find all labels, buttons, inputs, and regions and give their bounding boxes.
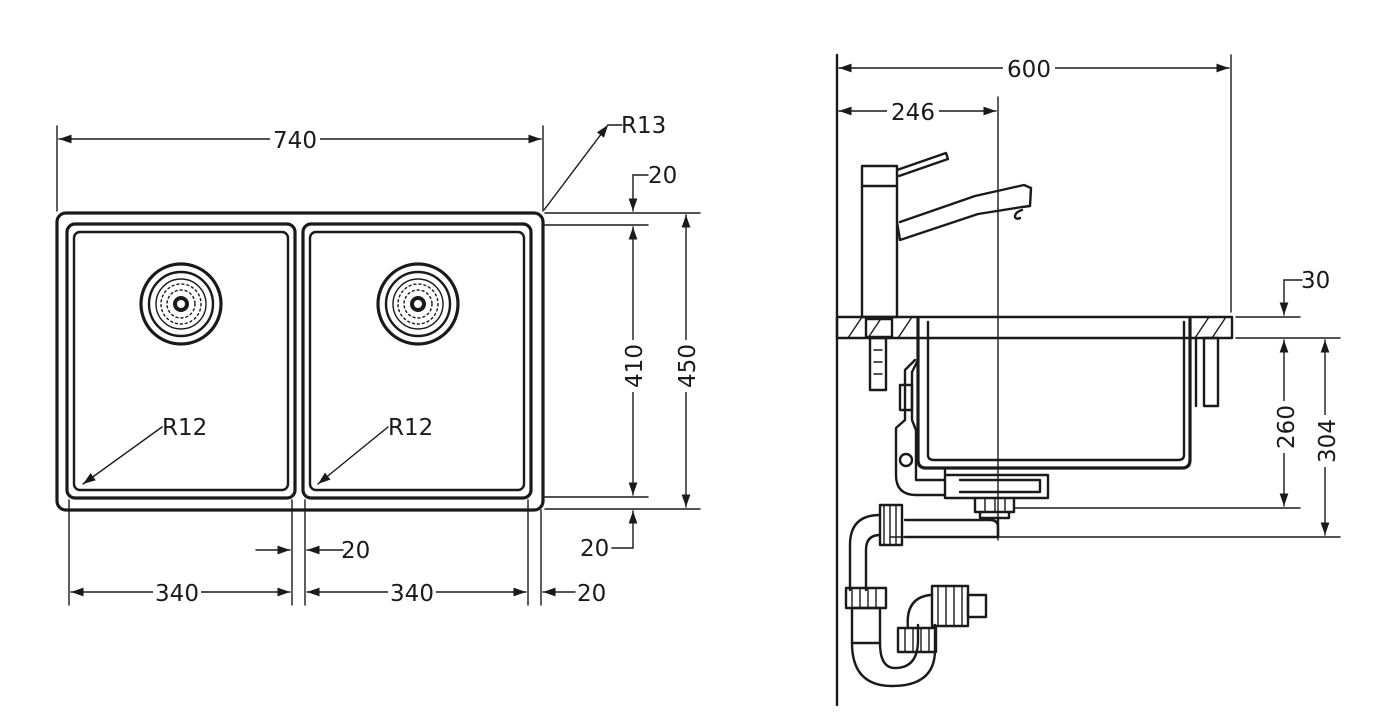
dim-bowl-depth: 260 xyxy=(1274,405,1300,449)
dim-inner-radius-left: R12 xyxy=(162,415,207,441)
countertop xyxy=(835,315,1234,340)
dim-overall-width: 740 xyxy=(273,128,317,154)
dim-overall-depth: 600 xyxy=(1007,57,1051,83)
sink-bowl-section xyxy=(916,317,1220,470)
overflow-pipe-icon xyxy=(894,358,947,497)
dim-total-depth: 304 xyxy=(1315,419,1341,463)
sink-outer-outline xyxy=(55,211,545,512)
dim-bowl-width-right: 340 xyxy=(390,581,434,607)
right-drain-icon xyxy=(376,262,460,346)
dim-bowl-width-left: 340 xyxy=(155,581,199,607)
section-view: 600 246 xyxy=(835,53,1341,707)
dim-tap-offset: 246 xyxy=(891,100,935,126)
right-bowl-inner xyxy=(308,230,526,492)
dim-deck-thickness: 30 xyxy=(1301,268,1330,294)
dim-overall-length: 450 xyxy=(675,344,701,388)
dim-center-gap: 20 xyxy=(341,538,370,564)
left-bowl-inner xyxy=(72,230,290,492)
siphon-trap-icon xyxy=(844,503,1000,688)
plan-view: 740 R13 20 410 450 20 R12 R12 xyxy=(55,113,701,607)
dim-corner-radius-outer: R13 xyxy=(621,113,666,139)
dim-bowl-length: 410 xyxy=(622,344,648,388)
left-drain-icon xyxy=(139,262,223,346)
left-bowl-outer xyxy=(65,222,297,500)
dim-inner-radius-right: R12 xyxy=(388,415,433,441)
drain-outlet-icon xyxy=(943,468,1050,539)
dim-rim-side: 20 xyxy=(577,581,606,607)
dim-rim-bottom: 20 xyxy=(580,536,609,562)
right-bowl-outer xyxy=(301,222,533,500)
dim-rim-top: 20 xyxy=(648,163,677,189)
faucet-icon xyxy=(860,151,1033,392)
